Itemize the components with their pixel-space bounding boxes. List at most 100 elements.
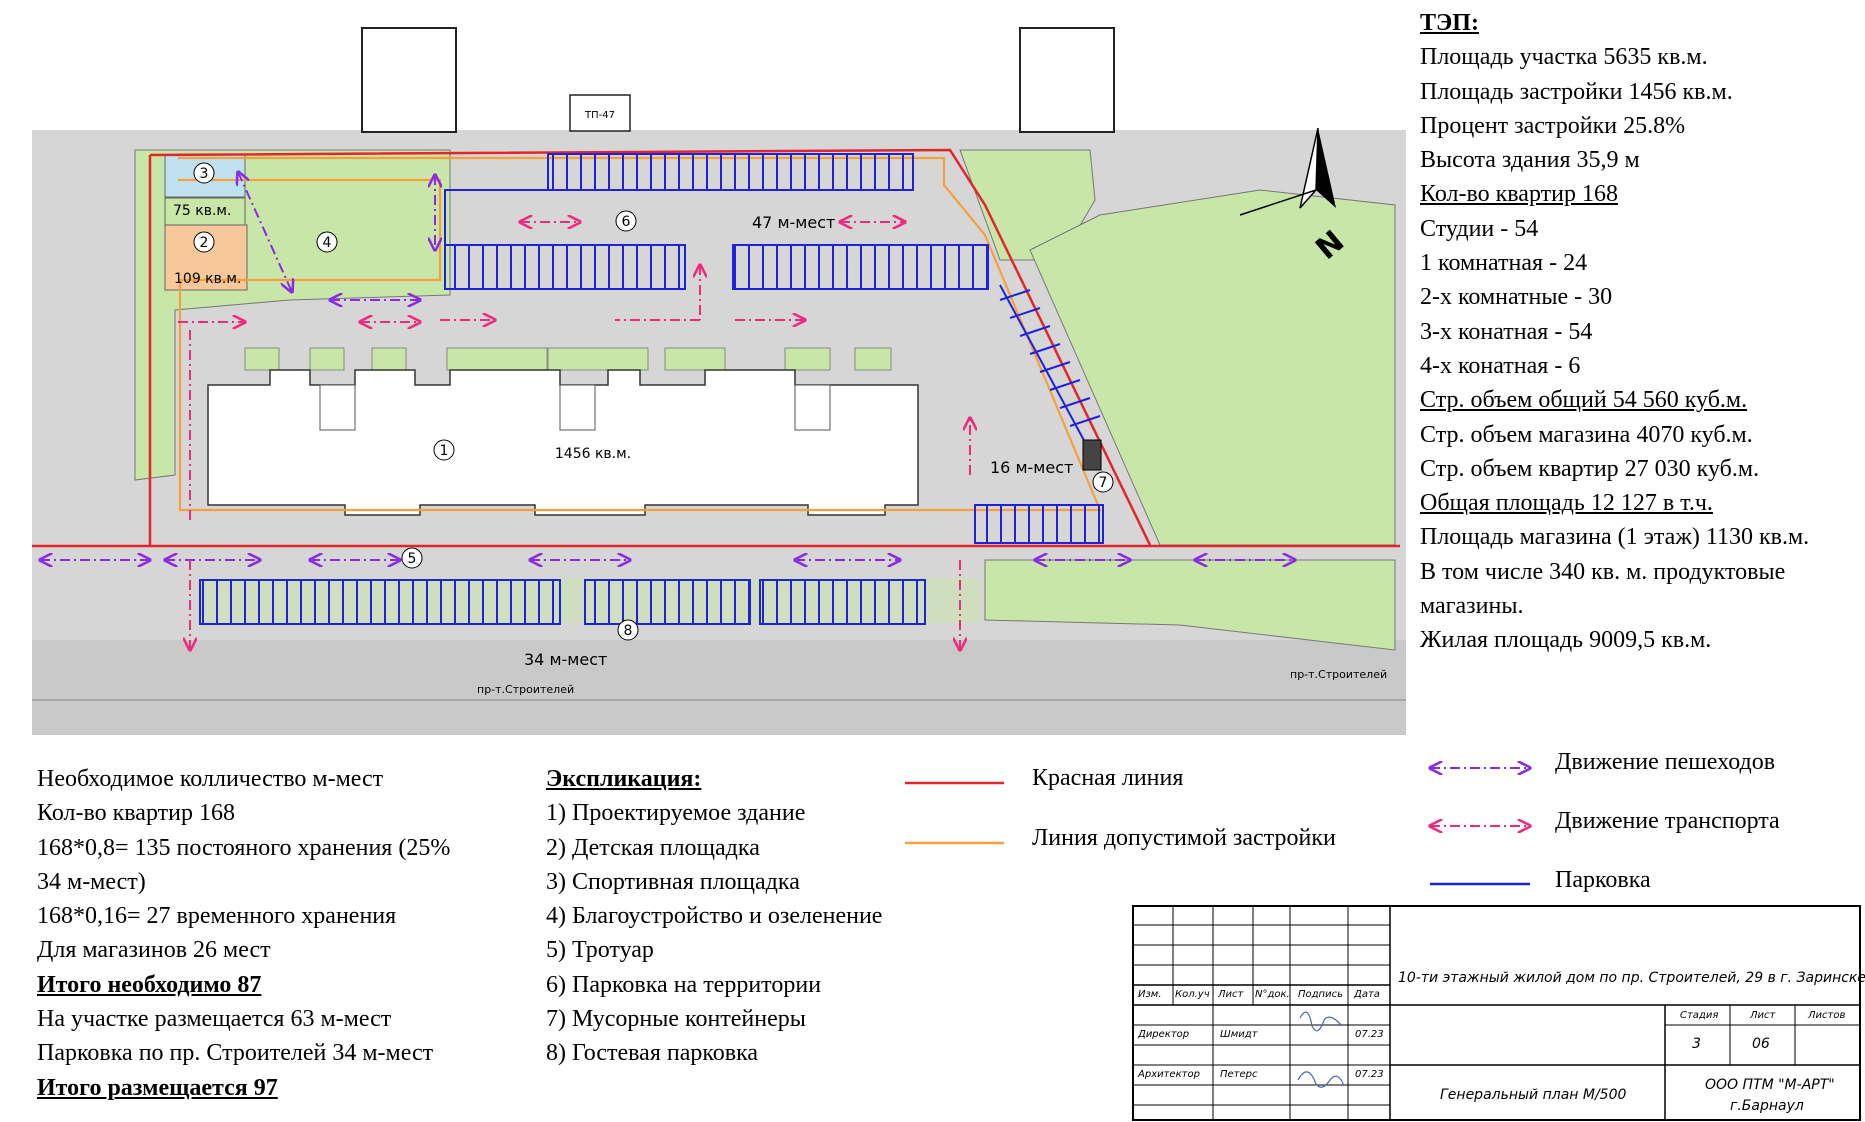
stamp-col-podpis: Подпись <box>1298 989 1343 1000</box>
explication-item: 6) Парковка на территории <box>546 971 822 998</box>
stamp-col-izm: Изм. <box>1138 989 1162 1000</box>
stamp-company: ООО ПТМ "М-АРТ" <box>1705 1077 1835 1093</box>
parking-top-3 <box>732 244 989 290</box>
title-block <box>1132 905 1861 1121</box>
parking-east-bottom <box>974 504 1104 544</box>
stamp-city: г.Барнаул <box>1730 1098 1804 1114</box>
plan-markers: 1 2 3 4 5 6 7 8 <box>193 162 1114 641</box>
legend-red-line: Красная линия <box>1032 765 1184 791</box>
legend-parking: Парковка <box>1555 867 1651 893</box>
parking-16-label: 16 м-мест <box>990 458 1073 477</box>
stamp-architect: Архитектор <box>1138 1069 1200 1080</box>
tep-two-room: 2-х комнатные - 30 <box>1420 284 1613 311</box>
stamp-architect-date: 07.23 <box>1355 1069 1384 1080</box>
calc-line: Необходимое колличество м-мест <box>37 766 384 792</box>
tep-living-area: Жилая площадь 9009,5 кв.м. <box>1420 627 1712 654</box>
tep-volume-apts: Стр. объем квартир 27 030 куб.м. <box>1420 455 1760 482</box>
svg-text:1: 1 <box>440 443 449 459</box>
svg-text:5: 5 <box>408 551 417 567</box>
parking-south-3 <box>759 579 926 625</box>
parking-south-2 <box>584 579 751 625</box>
signature-director <box>1299 1011 1343 1032</box>
calc-total-required: Итого необходимо 87 <box>37 971 262 998</box>
stamp-col-koluch: Кол.уч <box>1175 989 1210 1000</box>
tep-height: Высота здания 35,9 м <box>1420 147 1640 174</box>
building-area-label: 1456 кв.м. <box>555 446 631 462</box>
waste-containers <box>1082 439 1102 471</box>
tep-studios: Студии - 54 <box>1420 215 1539 242</box>
pedestrian-arrows <box>40 172 1295 560</box>
stamp-director: Директор <box>1138 1029 1190 1040</box>
road <box>32 640 1406 735</box>
main-building <box>207 369 919 516</box>
calc-line: Парковка по пр. Строителей 34 м-мест <box>37 1040 434 1067</box>
street-label-1: пр-т.Строителей <box>477 683 574 696</box>
stamp-col-ndok: N°док. <box>1255 989 1290 1000</box>
tep-site-area: Площадь участка 5635 кв.м. <box>1420 44 1708 71</box>
tep-three-room: 3-х конатная - 54 <box>1420 318 1593 345</box>
transformer <box>569 94 631 132</box>
parking-calculation: Необходимое колличество м-мест Кол-во кв… <box>37 762 537 1105</box>
stamp-stage: 3 <box>1692 1036 1701 1052</box>
tep-four-room: 4-х конатная - 6 <box>1420 352 1581 379</box>
tep-shop-area: Площадь магазина (1 этаж) 1130 кв.м. <box>1420 524 1810 551</box>
stamp-architect-name: Петерс <box>1220 1069 1258 1080</box>
legend-build-line: Линия допустимой застройки <box>1032 825 1336 851</box>
calc-line: 34 м-мест) <box>37 868 146 895</box>
svg-text:6: 6 <box>622 214 631 230</box>
tep-volume-total: Стр. объем общий 54 560 куб.м. <box>1420 387 1748 414</box>
explication-item: 3) Спортивная площадка <box>546 868 800 895</box>
existing-building-1 <box>361 27 457 133</box>
stamp-sheets-header: Листов <box>1808 1010 1846 1021</box>
explication-item: 7) Мусорные контейнеры <box>546 1006 806 1033</box>
tep-grocery-2: магазины. <box>1420 593 1524 620</box>
street-label-2: пр-т.Строителей <box>1290 668 1387 681</box>
calc-line: 168*0,8= 135 постояного хранения (25% <box>37 834 451 861</box>
tep-title: ТЭП: <box>1420 10 1479 36</box>
tep-volume-shop: Стр. объем магазина 4070 куб.м. <box>1420 421 1753 448</box>
tep-total-area: Общая площадь 12 127 в т.ч. <box>1420 490 1713 517</box>
svg-text:8: 8 <box>624 623 633 639</box>
signature-architect <box>1297 1071 1345 1088</box>
parking-top-2 <box>444 244 686 290</box>
svg-text:2: 2 <box>200 235 209 251</box>
parking-47-label: 47 м-мест <box>752 213 835 232</box>
parking-top-1 <box>547 153 914 191</box>
tep-built-percent: Процент застройки 25.8% <box>1420 112 1686 139</box>
tp-label: ТП-47 <box>584 110 615 121</box>
explication-item: 4) Благоустройство и озеленение <box>546 903 883 930</box>
stamp-sheet-title: Генеральный план М/500 <box>1440 1087 1627 1103</box>
legend-pedestrian: Движение пешеходов <box>1555 749 1776 775</box>
transport-arrows <box>178 222 970 650</box>
green-area-se <box>984 559 1396 651</box>
stamp-sheet-header: Лист <box>1750 1010 1776 1021</box>
legend-transport: Движение транспорта <box>1555 808 1780 834</box>
parking-34-label: 34 м-мест <box>524 650 607 669</box>
stamp-sheet: 06 <box>1752 1036 1770 1052</box>
parking-south-1 <box>199 579 561 625</box>
tep-grocery-1: В том числе 340 кв. м. продуктовые <box>1420 558 1786 585</box>
stamp-col-list: Лист <box>1218 989 1244 1000</box>
svg-text:4: 4 <box>323 235 332 251</box>
playground-area-label: 109 кв.м. <box>174 271 241 287</box>
tep-one-room: 1 комнатная - 24 <box>1420 250 1588 277</box>
stamp-col-data: Дата <box>1354 989 1380 1000</box>
explication-item: 2) Детская площадка <box>546 834 760 861</box>
calc-line: Для магазинов 26 мест <box>37 937 271 964</box>
svg-text:7: 7 <box>1099 475 1108 491</box>
calc-line: 168*0,16= 27 временного хранения <box>37 903 397 930</box>
calc-line: Кол-во квартир 168 <box>37 800 235 827</box>
stamp-director-name: Шмидт <box>1220 1029 1258 1040</box>
explication-item: 8) Гостевая парковка <box>546 1040 759 1067</box>
red-line <box>149 148 1152 546</box>
existing-building-2 <box>1019 27 1115 133</box>
calc-total-placed: Итого размещается 97 <box>37 1074 278 1101</box>
stamp-director-date: 07.23 <box>1355 1029 1384 1040</box>
stamp-stage-header: Стадия <box>1680 1010 1719 1021</box>
stamp-project-title: 10-ти этажный жилой дом по пр. Строителе… <box>1398 970 1865 986</box>
svg-text:3: 3 <box>200 166 209 182</box>
tep-built-area: Площадь застройки 1456 кв.м. <box>1420 78 1733 105</box>
explication-title: Экспликация: <box>546 766 702 792</box>
explication-item: 1) Проектируемое здание <box>546 800 806 827</box>
